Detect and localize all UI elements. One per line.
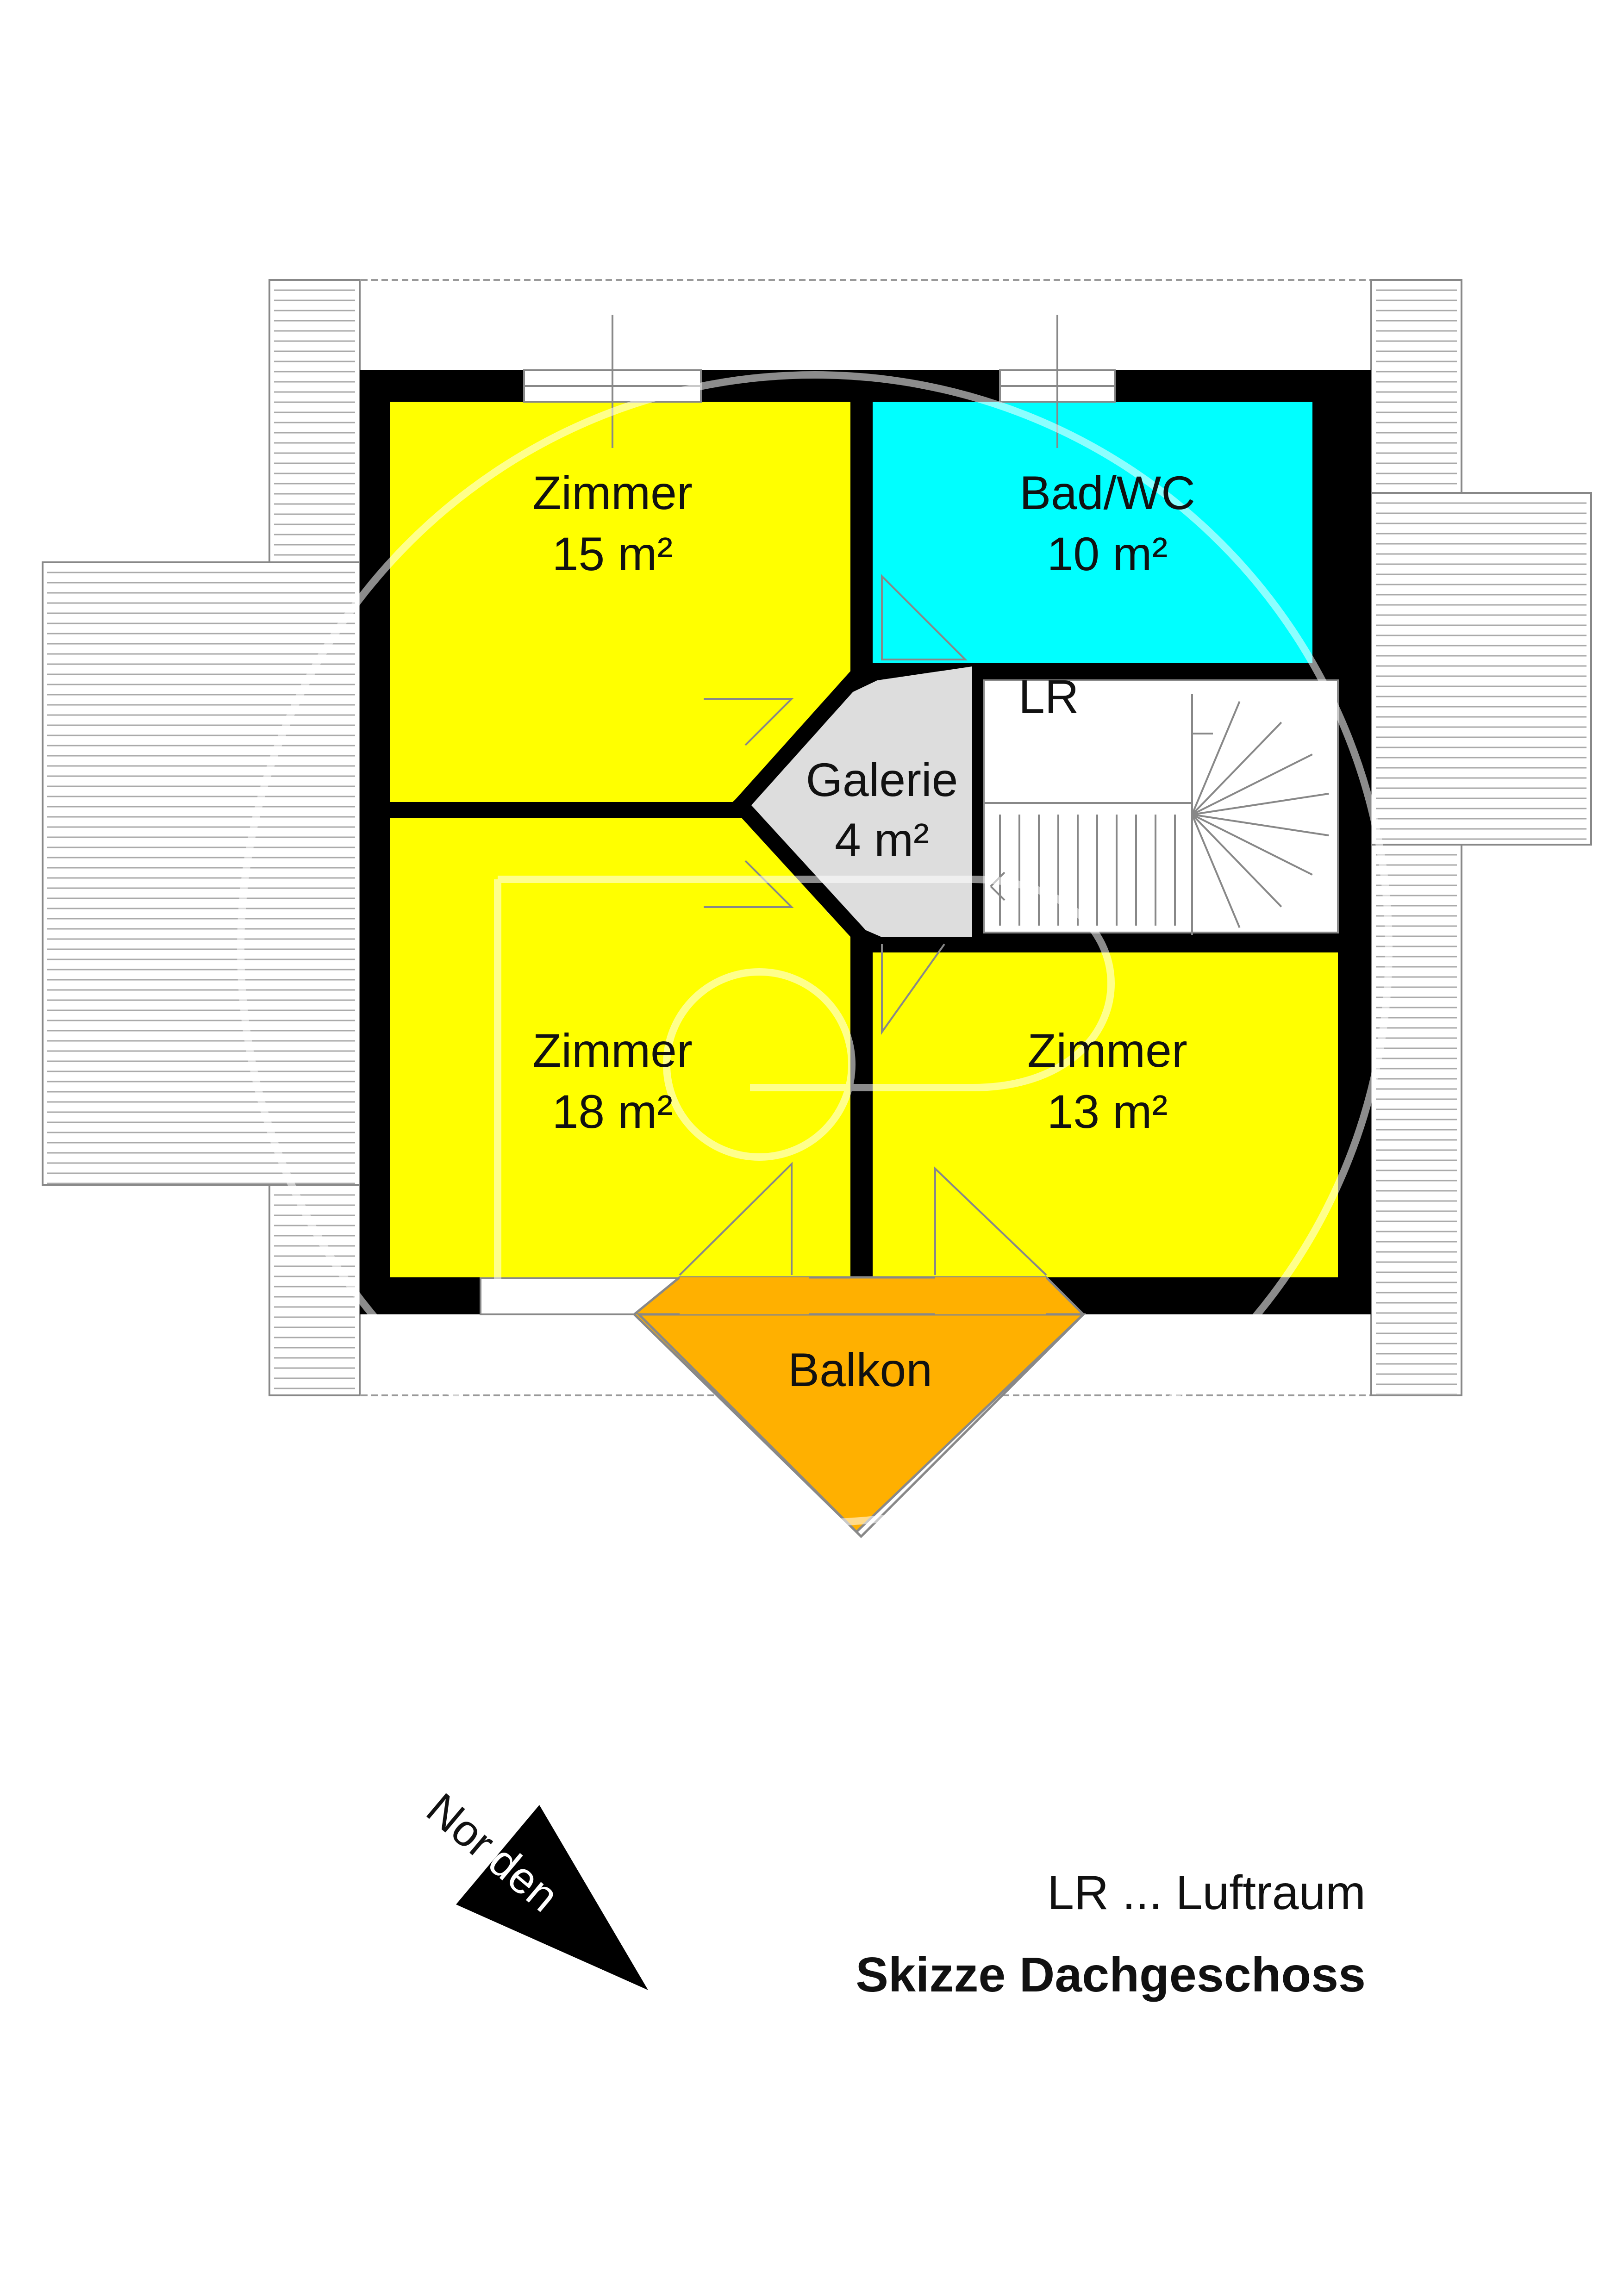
zimmer-se-name: Zimmer: [1027, 1024, 1187, 1077]
staircase: [983, 679, 1339, 935]
window-lines: [524, 315, 1115, 448]
bad-wc-name: Bad/WC: [1019, 467, 1195, 519]
galerie-name: Galerie: [806, 753, 958, 806]
galerie-walls: [729, 660, 877, 953]
bad-wc-area: 10 m²: [1047, 528, 1168, 580]
roof-hatching: [47, 289, 1587, 1395]
roof-dormers: [42, 279, 1592, 1396]
watermark: [237, 371, 1393, 1526]
inner-walls: [390, 402, 1338, 1277]
zimmer-sw-name: Zimmer: [532, 1024, 693, 1077]
zimmer-sw-area: 18 m²: [552, 1085, 673, 1138]
luftraum-name: LR: [1018, 670, 1079, 723]
zimmer-se-area: 13 m²: [1047, 1085, 1168, 1138]
room-zimmer-sw: [390, 818, 850, 1277]
north-arrow: Nor den: [418, 1784, 648, 1990]
door-swings: [679, 574, 1047, 1276]
zimmer-nw-area: 15 m²: [552, 528, 673, 580]
galerie-area: 4 m²: [835, 814, 929, 866]
balkon-door-1: [680, 1277, 809, 1314]
zimmer-nw-name: Zimmer: [532, 467, 693, 519]
north-arrow-shape: [456, 1805, 648, 1990]
north-text-part1: Nor: [418, 1784, 504, 1867]
plan-title: Skizze Dachgeschoss: [856, 1948, 1366, 2002]
balkon-name: Balkon: [788, 1344, 932, 1396]
balkon-door-2: [935, 1277, 1046, 1314]
legend-lr-note: LR ... Luftraum: [1047, 1866, 1366, 1920]
room-labels: Zimmer 15 m² Bad/WC 10 m² LR Galerie 4 m…: [532, 467, 1195, 1396]
room-zimmer-nw: [390, 402, 850, 802]
balkon-outline: [636, 1313, 1087, 1538]
